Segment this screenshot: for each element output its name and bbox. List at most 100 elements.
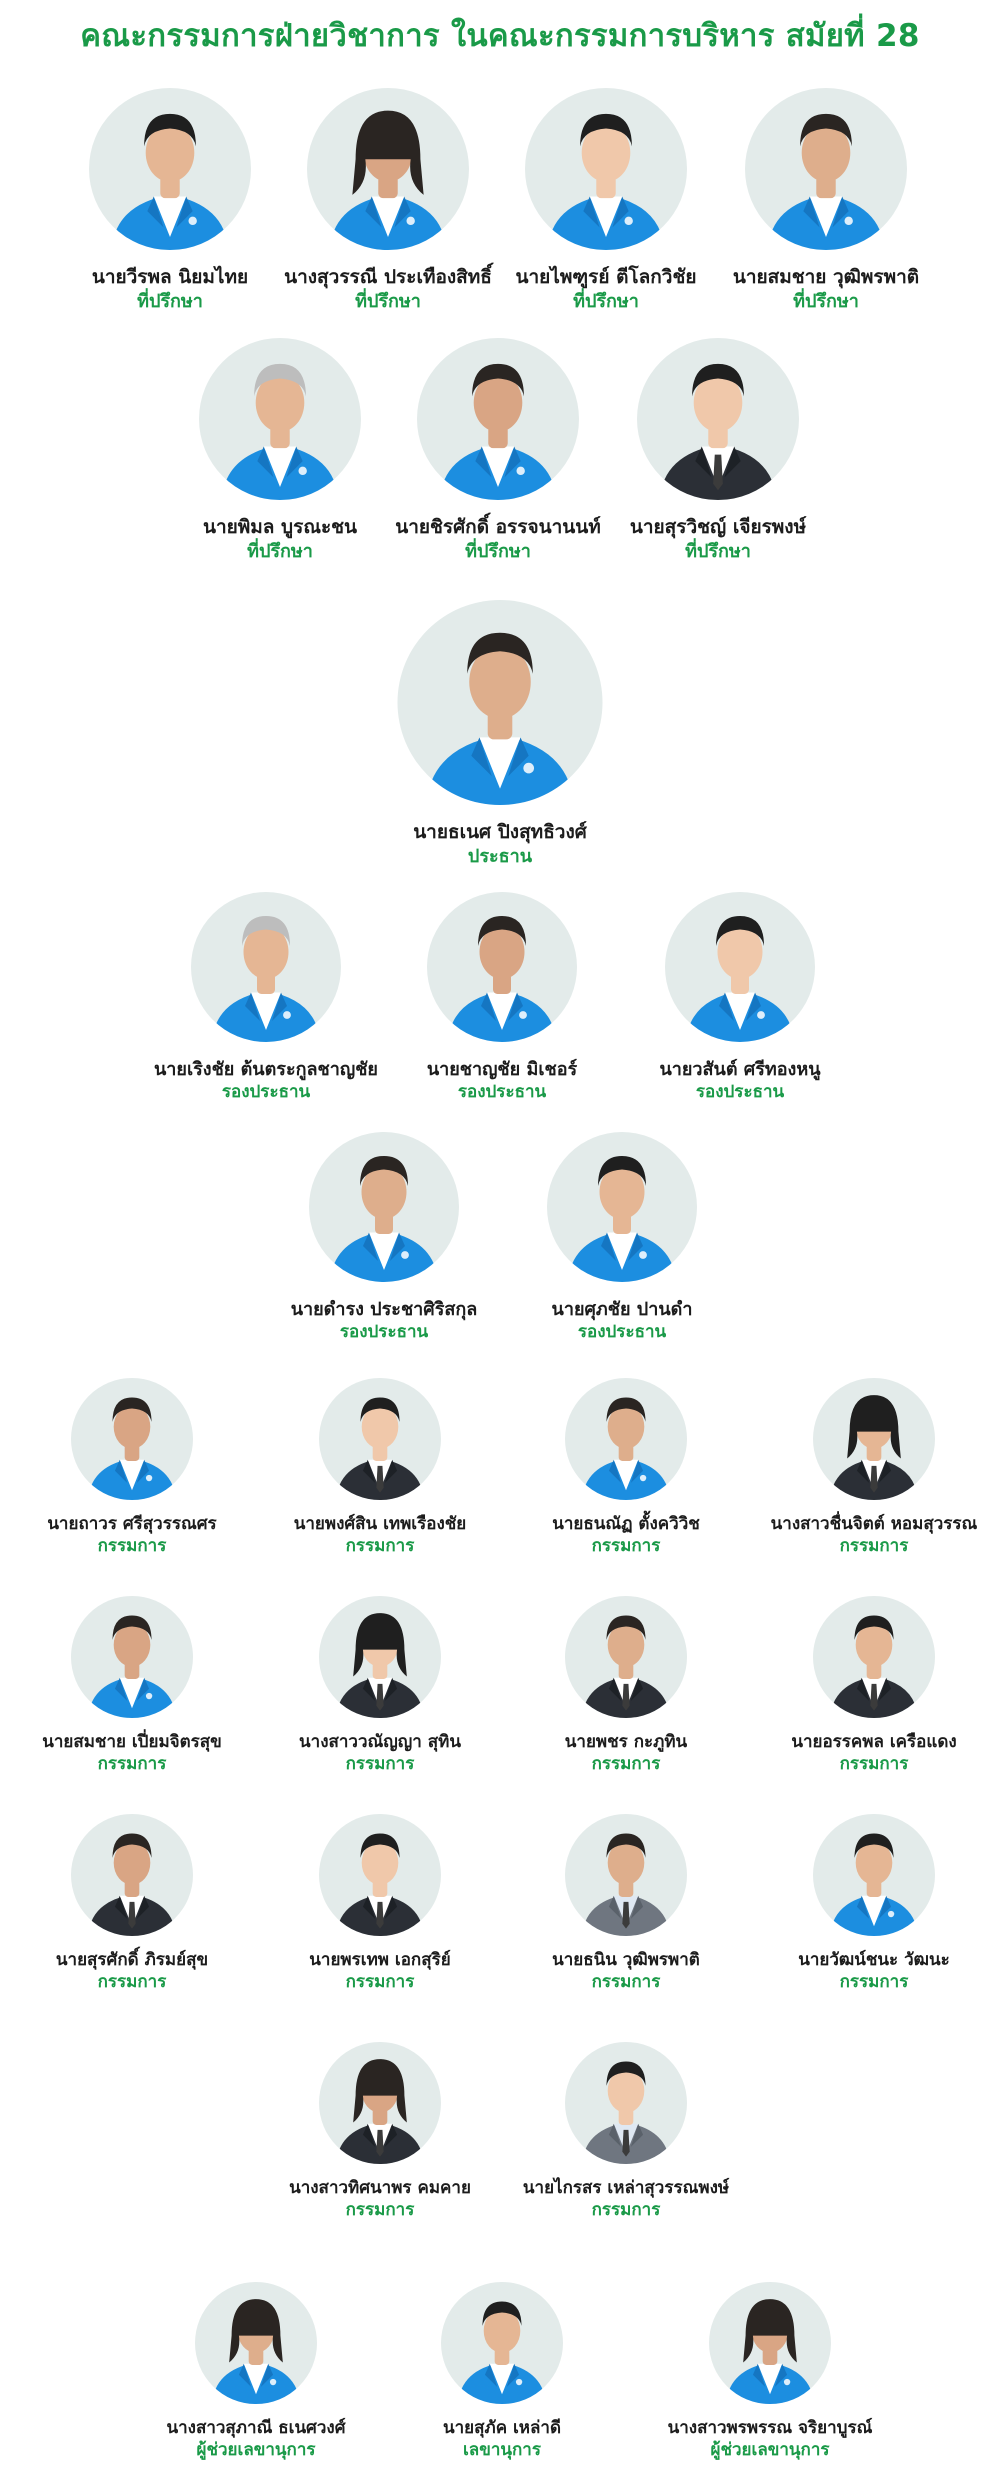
member-card: นายเริงชัย ต้นตระกูลชาญชัยรองประธาน (146, 892, 386, 1102)
member-card: นายสุภัค เหล่าดีเลขานุการ (382, 2282, 622, 2464)
member-card: นายพงศ์สิน เทพเรืองชัยกรรมการ (260, 1378, 500, 1560)
member-card: นายอรรคพล เครือแดงกรรมการ (754, 1596, 994, 1778)
portrait-illustration (582, 1615, 670, 1718)
page-title: คณะกรรมการฝ่ายวิชาการ ในคณะกรรมการบริหาร… (80, 18, 920, 54)
member-name: นายชาญชัย มิเชอร์ (426, 1059, 578, 1080)
portrait-illustration (830, 1615, 918, 1718)
member-role: ผู้ช่วยเลขานุการ (196, 2440, 316, 2460)
member-photo (565, 1596, 687, 1718)
member-card: นางสุวรรณี ประเทืองสิทธิ์ที่ปรึกษา (268, 88, 508, 312)
member-photo (71, 1814, 193, 1936)
member-photo (89, 88, 251, 250)
member-role: รองประธาน (457, 1082, 547, 1102)
member-name: นายสุภัค เหล่าดี (442, 2418, 562, 2438)
member-card: นายชิรศักดิ์ อรรจนานนท์ที่ปรึกษา (378, 338, 618, 562)
member-role: รองประธาน (577, 1322, 667, 1342)
portrait-illustration (426, 632, 574, 805)
member-photo (745, 88, 907, 250)
portrait-illustration (329, 110, 447, 250)
member-photo (525, 88, 687, 250)
member-role: ที่ปรึกษา (465, 541, 531, 562)
member-photo (319, 1378, 441, 1500)
member-photo (195, 2282, 317, 2404)
portrait-illustration (582, 2061, 670, 2164)
member-role: ที่ปรึกษา (685, 541, 751, 562)
portrait-illustration (336, 1833, 424, 1936)
member-name: นายถาวร ศรีสุวรรณศร (47, 1514, 217, 1534)
portrait-illustration (221, 363, 339, 500)
member-card: นายไกรสร เหล่าสุวรรณพงษ์กรรมการ (506, 2042, 746, 2224)
member-photo (309, 1132, 459, 1282)
member-photo (71, 1596, 193, 1718)
portrait-illustration (568, 1156, 676, 1282)
member-name: นายธนิน วุฒิพรพาติ (552, 1950, 700, 1970)
member-name: นายดำรง ประชาศิริสกุล (290, 1299, 478, 1320)
member-name: นายเริงชัย ต้นตระกูลชาญชัย (154, 1059, 378, 1080)
member-photo (319, 1596, 441, 1718)
portrait-illustration (830, 1395, 918, 1500)
member-photo (191, 892, 341, 1042)
member-photo (199, 338, 361, 500)
portrait-illustration (212, 916, 320, 1042)
member-photo (441, 2282, 563, 2404)
member-card: นายธนณัฏ ตั้งควิวิชกรรมการ (506, 1378, 746, 1560)
member-role: กรรมการ (345, 2200, 415, 2220)
member-photo (319, 1814, 441, 1936)
portrait-illustration (336, 1397, 424, 1500)
portrait-illustration (582, 1397, 670, 1500)
member-name: นายธนณัฏ ตั้งควิวิช (552, 1514, 700, 1534)
member-card: นายสมชาย เปี่ยมจิตรสุขกรรมการ (12, 1596, 252, 1778)
member-photo (427, 892, 577, 1042)
portrait-illustration (336, 2059, 424, 2164)
member-role: เลขานุการ (463, 2440, 541, 2460)
member-name: นายไกรสร เหล่าสุวรรณพงษ์ (522, 2178, 730, 2198)
member-name: นางสาวทิศนาพร คมคาย (289, 2178, 471, 2198)
member-card: นายสุรศักดิ์ ภิรมย์สุขกรรมการ (12, 1814, 252, 1996)
portrait-illustration (448, 916, 556, 1042)
portrait-illustration (767, 113, 885, 250)
member-name: นางสาวพรพรรณ จริยาบูรณ์ (667, 2418, 873, 2438)
portrait-illustration (582, 1833, 670, 1936)
member-card: นางสาวสุภาณี ธเนศวงศ์ผู้ช่วยเลขานุการ (136, 2282, 376, 2464)
member-card: นายธนิน วุฒิพรพาติกรรมการ (506, 1814, 746, 1996)
member-name: นายวัฒน์ชนะ วัฒนะ (798, 1950, 950, 1970)
member-card: นายวัฒน์ชนะ วัฒนะกรรมการ (754, 1814, 994, 1996)
member-card: นายสุรวิชญ์ เจียรพงษ์ที่ปรึกษา (598, 338, 838, 562)
member-photo (637, 338, 799, 500)
member-role: ที่ปรึกษา (137, 291, 203, 312)
member-name: นายสุรศักดิ์ ภิรมย์สุข (55, 1950, 209, 1970)
member-name: นางสาววณัญญา สุทิน (299, 1732, 461, 1752)
member-card: นางสาวพรพรรณ จริยาบูรณ์ผู้ช่วยเลขานุการ (650, 2282, 890, 2464)
member-role: ผู้ช่วยเลขานุการ (710, 2440, 830, 2460)
member-name: นายวสันต์ ศรีทองหนู (659, 1059, 821, 1080)
portrait-illustration (686, 916, 794, 1042)
member-role: กรรมการ (591, 1536, 661, 1556)
member-role: กรรมการ (591, 1972, 661, 1992)
member-photo (417, 338, 579, 500)
member-role: ที่ปรึกษา (793, 291, 859, 312)
member-card: นายดำรง ประชาศิริสกุลรองประธาน (264, 1132, 504, 1342)
member-name: นายวีรพล นิยมไทย (91, 266, 249, 288)
portrait-illustration (439, 363, 557, 500)
member-photo (565, 2042, 687, 2164)
member-name: นายไพฑูรย์ ตีโลกวิชัย (515, 266, 697, 288)
member-name: นายพิมล บูรณะชน (202, 516, 358, 538)
portrait-illustration (88, 1615, 176, 1718)
member-role: รองประธาน (339, 1322, 429, 1342)
member-role: รองประธาน (695, 1082, 785, 1102)
member-card: นายศุภชัย ปานดำรองประธาน (502, 1132, 742, 1342)
member-role: รองประธาน (221, 1082, 311, 1102)
member-photo (813, 1596, 935, 1718)
member-role: กรรมการ (345, 1536, 415, 1556)
member-card: นางสาวชื่นจิตต์ หอมสุวรรณกรรมการ (754, 1378, 994, 1560)
member-photo (397, 600, 603, 805)
member-photo (319, 2042, 441, 2164)
member-card: นายชาญชัย มิเชอร์รองประธาน (382, 892, 622, 1102)
member-card: นางสาววณัญญา สุทินกรรมการ (260, 1596, 500, 1778)
member-name: นางสุวรรณี ประเทืองสิทธิ์ (284, 266, 492, 288)
member-name: นายพชร กะภูทิน (564, 1732, 688, 1752)
portrait-illustration (88, 1833, 176, 1936)
portrait-illustration (212, 2299, 300, 2404)
member-name: นายสุรวิชญ์ เจียรพงษ์ (629, 516, 807, 538)
member-photo (565, 1378, 687, 1500)
